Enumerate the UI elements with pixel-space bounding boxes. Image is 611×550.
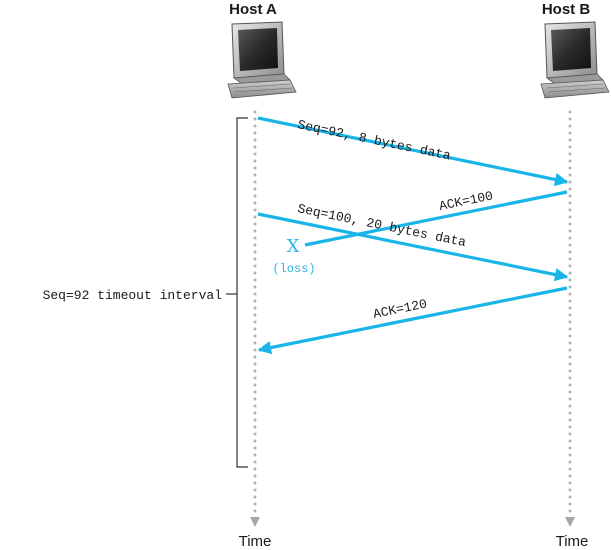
- host-a-time-arrowhead: [250, 517, 260, 527]
- timeout-interval-bracket: [236, 117, 248, 468]
- ack120-arrow: [257, 286, 568, 355]
- loss-label: (loss): [272, 262, 315, 276]
- seq100-segment-arrow: [257, 212, 569, 282]
- loss-x-marker: X: [287, 236, 300, 257]
- host-b-computer-icon: [540, 21, 610, 99]
- host-b-time-label: Time: [556, 533, 589, 550]
- host-b-time-arrowhead: [565, 517, 575, 527]
- seq92-segment-label: Seq=92, 8 bytes data: [296, 117, 452, 163]
- host-a-label: Host A: [229, 1, 277, 18]
- seq92-segment-arrow: [257, 116, 569, 187]
- ack100-label: ACK=100: [438, 188, 494, 213]
- host-a-computer-icon: [227, 21, 297, 99]
- ack100-lost-line: [304, 190, 568, 247]
- host-b-label: Host B: [542, 1, 591, 18]
- host-a-time-label: Time: [239, 533, 272, 550]
- timeout-interval-label: Seq=92 timeout interval: [43, 288, 223, 303]
